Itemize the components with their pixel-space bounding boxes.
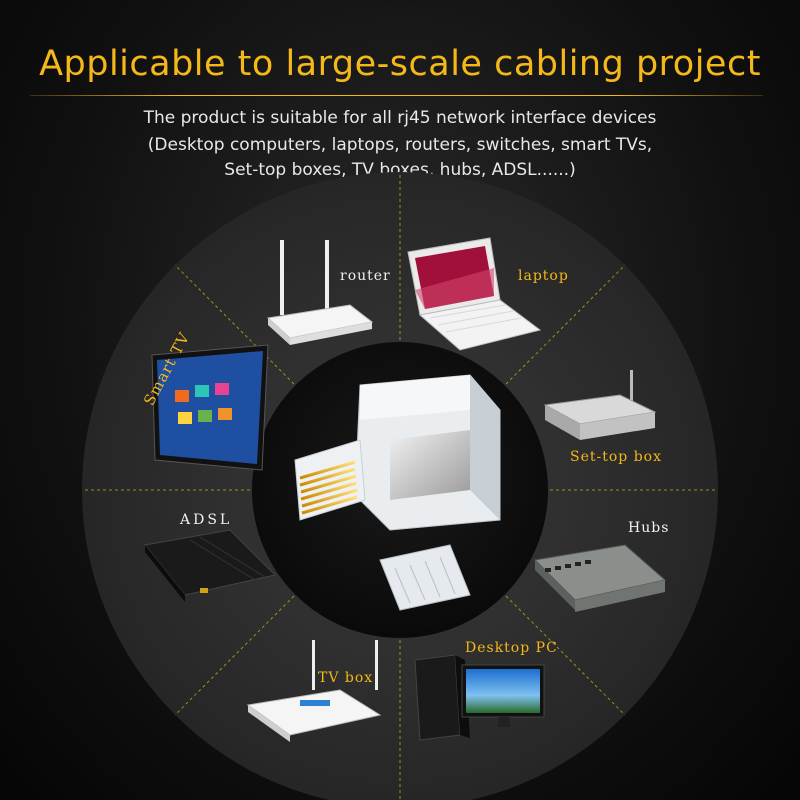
desktop-pc-image [414,654,545,741]
adsl-image [144,529,276,602]
smart-tv-image [151,344,269,471]
subtitle-line-1: The product is suitable for all rj45 net… [143,108,657,128]
page-title: Applicable to large-scale cabling projec… [39,44,761,84]
device-label-set-top-box: Set-top box [570,449,662,465]
hubs-image [533,544,667,612]
device-label-hubs: Hubs [628,520,670,536]
tv-box-image [246,640,382,742]
device-label-adsl: ADSL [180,512,233,528]
title-underline [30,95,763,96]
device-label-router: router [340,268,391,284]
rj45-connector-image [294,374,501,611]
device-label-desktop-pc: Desktop PC [465,640,558,656]
laptop-image [407,237,542,351]
router-image [266,240,374,345]
device-label-tv-box: TV box [318,670,374,686]
sector-dividers [82,172,718,800]
device-label-laptop: laptop [518,268,569,284]
set-top-box-image [543,370,657,440]
subtitle-line-3: Set-top boxes, TV boxes, hubs, ADSL.....… [224,160,576,180]
subtitle-line-2: (Desktop computers, laptops, routers, sw… [147,135,653,155]
